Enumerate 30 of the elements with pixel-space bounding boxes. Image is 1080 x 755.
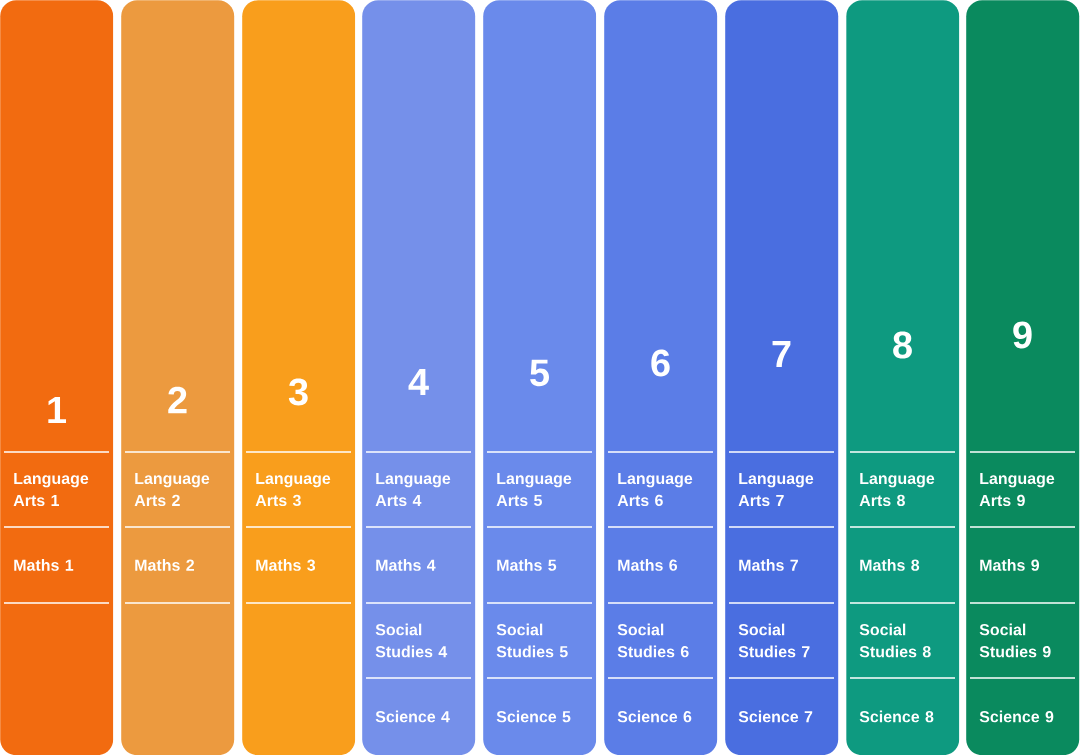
subject-cell: Science 4 bbox=[375, 710, 450, 723]
subject-cell: Science 5 bbox=[496, 710, 571, 723]
subject-cell: Science 6 bbox=[617, 710, 692, 723]
subject-cell: Social Studies 9 bbox=[979, 623, 1051, 658]
subject-cell: Maths 7 bbox=[739, 559, 798, 571]
subject-cell: Social Studies 8 bbox=[859, 623, 931, 658]
subject-cell: Language Arts 5 bbox=[496, 472, 572, 507]
subject-cell: Language Arts 2 bbox=[134, 472, 210, 507]
subject-cell: Science 8 bbox=[859, 710, 934, 723]
subject-cell: Language Arts 7 bbox=[738, 472, 814, 507]
subject-cell: Language Arts 4 bbox=[375, 472, 451, 507]
subject-cell: Language Arts 6 bbox=[617, 472, 693, 507]
subject-cell: Science 7 bbox=[738, 710, 813, 723]
subject-cell: Maths 8 bbox=[860, 559, 920, 571]
subject-cell: Language Arts 3 bbox=[255, 472, 331, 507]
subject-cell: Language Arts 1 bbox=[13, 472, 89, 507]
subject-cell: Maths 5 bbox=[497, 559, 557, 571]
subject-cell: Science 9 bbox=[979, 710, 1054, 723]
subject-cell: Maths 6 bbox=[618, 559, 678, 571]
subject-cell: Social Studies 5 bbox=[496, 623, 568, 658]
subject-cell: Maths 4 bbox=[376, 559, 436, 571]
subject-cell: Maths 1 bbox=[14, 559, 74, 571]
subject-cell: Language Arts 9 bbox=[979, 472, 1055, 507]
subject-cell: Language Arts 8 bbox=[859, 472, 935, 507]
subject-cell: Social Studies 7 bbox=[738, 623, 810, 658]
subject-cell: Social Studies 4 bbox=[375, 623, 448, 658]
subject-cell: Maths 2 bbox=[135, 559, 194, 571]
subject-cell: Maths 9 bbox=[980, 559, 1040, 571]
subject-cell: Maths 3 bbox=[256, 559, 316, 571]
subject-cell: Social Studies 6 bbox=[617, 623, 689, 658]
